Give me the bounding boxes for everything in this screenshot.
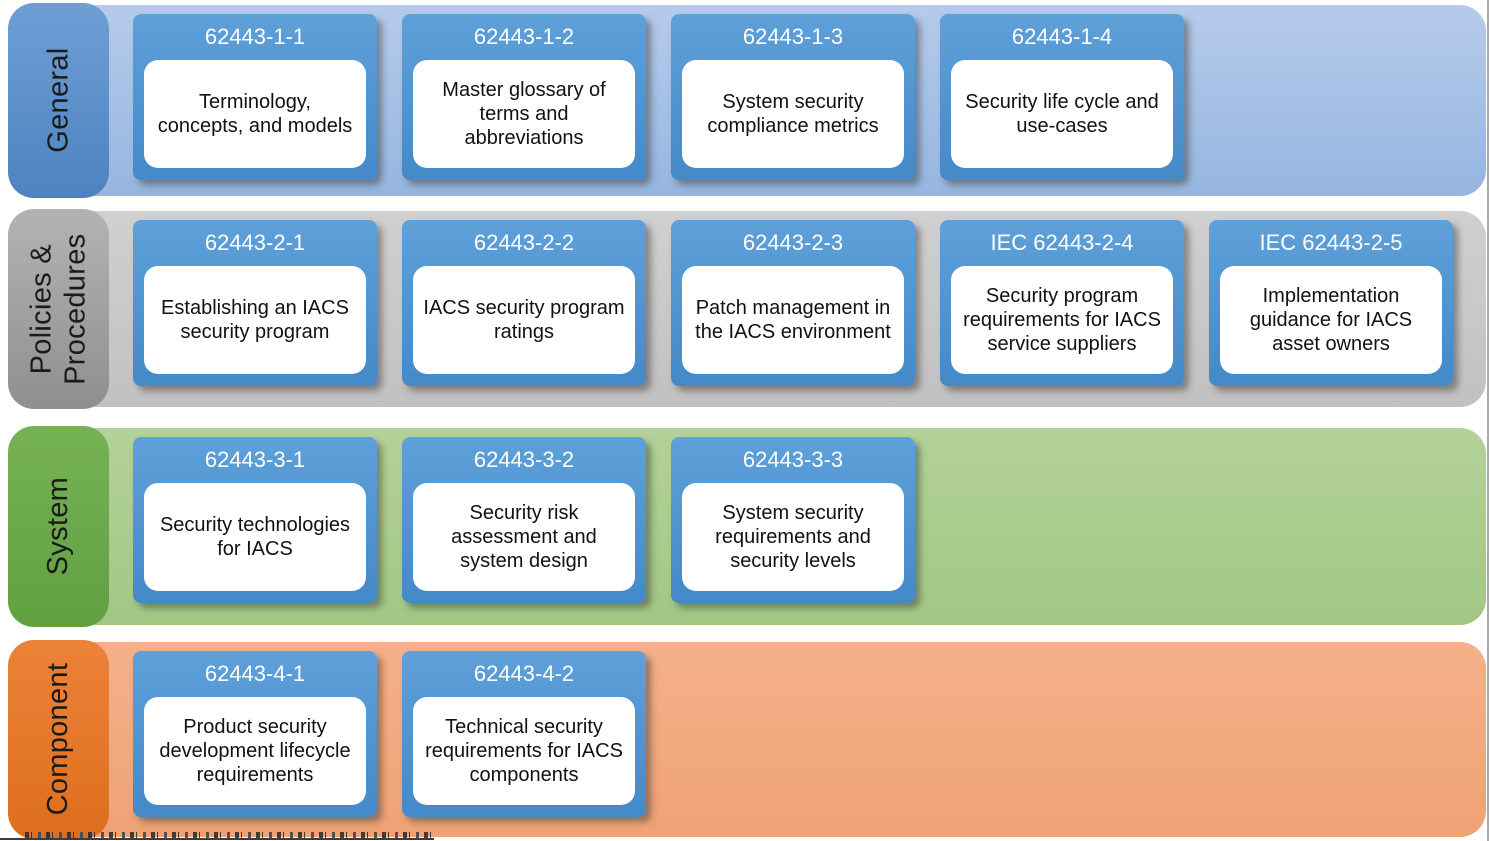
card-code: 62443-1-4	[1011, 24, 1113, 49]
card-title: Security life cycle and use-cases	[951, 60, 1173, 168]
card-title: Security risk assessment and system desi…	[413, 483, 635, 591]
row-tab-system: System	[8, 426, 109, 627]
card-title: System security requirements and securit…	[682, 483, 904, 591]
card-title: Master glossary of terms and abbreviatio…	[413, 60, 635, 168]
card-62443-3-3: 62443-3-3 System security requirements a…	[671, 437, 915, 603]
card-title: Establishing an IACS security program	[144, 266, 366, 374]
card-62443-2-3: 62443-2-3 Patch management in the IACS e…	[671, 220, 915, 386]
card-code: 62443-3-2	[473, 447, 575, 472]
card-62443-3-1: 62443-3-1 Security technologies for IACS	[133, 437, 377, 603]
card-code: 62443-1-1	[204, 24, 306, 49]
card-62443-2-1: 62443-2-1 Establishing an IACS security …	[133, 220, 377, 386]
card-62443-1-4: 62443-1-4 Security life cycle and use-ca…	[940, 14, 1184, 180]
row-tab-general: General	[8, 3, 109, 198]
card-group-general: 62443-1-1 Terminology, concepts, and mod…	[133, 14, 1184, 180]
cropped-caption-underline	[0, 838, 434, 840]
card-62443-1-1: 62443-1-1 Terminology, concepts, and mod…	[133, 14, 377, 180]
card-code: 62443-2-2	[473, 230, 575, 255]
card-title: IACS security program ratings	[413, 266, 635, 374]
band-general: General 62443-1-1 Terminology, concepts,…	[8, 3, 1486, 198]
cropped-caption-fragment	[25, 832, 431, 840]
card-code: IEC 62443-2-5	[1259, 230, 1403, 255]
band-component: Component 62443-4-1 Product security dev…	[8, 640, 1486, 839]
card-title: Terminology, concepts, and models	[144, 60, 366, 168]
card-iec-62443-2-5: IEC 62443-2-5 Implementation guidance fo…	[1209, 220, 1453, 386]
card-code: 62443-4-1	[204, 661, 306, 686]
card-title: Patch management in the IACS environment	[682, 266, 904, 374]
card-code: 62443-1-3	[742, 24, 844, 49]
card-code: 62443-3-3	[742, 447, 844, 472]
card-title: Security technologies for IACS	[144, 483, 366, 591]
row-label-general: General	[42, 47, 75, 154]
row-tab-component: Component	[8, 640, 109, 839]
card-title: System security compliance metrics	[682, 60, 904, 168]
card-62443-2-2: 62443-2-2 IACS security program ratings	[402, 220, 646, 386]
row-label-policies-procedures: Policies & Procedures	[25, 233, 92, 385]
card-title: Technical security requirements for IACS…	[413, 697, 635, 805]
card-title: Product security development lifecycle r…	[144, 697, 366, 805]
row-tab-policies-procedures: Policies & Procedures	[8, 209, 109, 409]
band-system: System 62443-3-1 Security technologies f…	[8, 426, 1486, 627]
card-code: 62443-4-2	[473, 661, 575, 686]
band-policies-procedures: Policies & Procedures 62443-2-1 Establis…	[8, 209, 1486, 409]
card-62443-3-2: 62443-3-2 Security risk assessment and s…	[402, 437, 646, 603]
card-code: 62443-2-3	[742, 230, 844, 255]
card-title: Implementation guidance for IACS asset o…	[1220, 266, 1442, 374]
card-code: IEC 62443-2-4	[990, 230, 1134, 255]
card-title: Security program requirements for IACS s…	[951, 266, 1173, 374]
card-group-system: 62443-3-1 Security technologies for IACS…	[133, 437, 915, 603]
row-label-component: Component	[42, 663, 75, 816]
card-group-component: 62443-4-1 Product security development l…	[133, 651, 646, 817]
window-right-edge-line	[1487, 0, 1489, 841]
card-code: 62443-3-1	[204, 447, 306, 472]
card-group-policies-procedures: 62443-2-1 Establishing an IACS security …	[133, 220, 1453, 386]
card-62443-1-3: 62443-1-3 System security compliance met…	[671, 14, 915, 180]
row-label-system: System	[42, 477, 75, 576]
card-62443-1-2: 62443-1-2 Master glossary of terms and a…	[402, 14, 646, 180]
card-62443-4-2: 62443-4-2 Technical security requirement…	[402, 651, 646, 817]
card-code: 62443-1-2	[473, 24, 575, 49]
card-iec-62443-2-4: IEC 62443-2-4 Security program requireme…	[940, 220, 1184, 386]
card-code: 62443-2-1	[204, 230, 306, 255]
card-62443-4-1: 62443-4-1 Product security development l…	[133, 651, 377, 817]
